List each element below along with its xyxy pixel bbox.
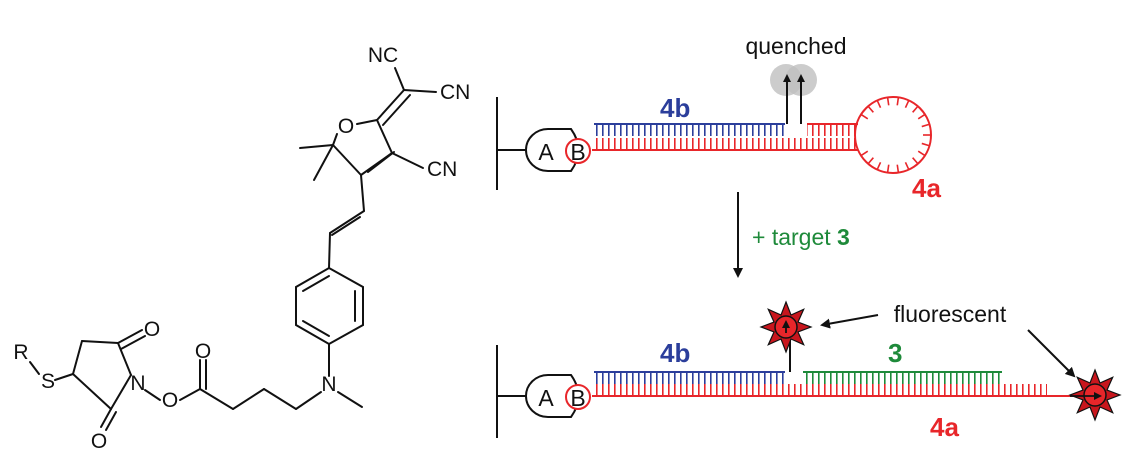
antibody-a-label-bottom: A [538, 385, 554, 411]
reaction-step: + target 3 [733, 192, 850, 278]
hairpin-stem-bases [807, 124, 858, 136]
hairpin-loop-base [912, 157, 919, 165]
reaction-label: + target 3 [752, 224, 850, 250]
antibody-b-bottom [565, 384, 591, 410]
fluorescent-label: fluorescent [894, 301, 1007, 327]
hairpin-loop-base [917, 113, 926, 120]
fluorescent-dye-core-4a [1083, 383, 1107, 407]
strand-4b-label-top: 4b [660, 93, 690, 123]
fluorescent-pointer-left [820, 314, 879, 329]
hairpin-loop-bases [860, 97, 931, 173]
antibody-a-label-top: A [538, 139, 554, 165]
atom-cn-lower: CN [427, 158, 457, 181]
atom-nc: NC [368, 44, 398, 67]
strand-4b-bases-top [594, 124, 785, 136]
strand-3-label: 3 [888, 338, 902, 368]
atom-cn-right: CN [440, 81, 470, 104]
chemical-structure [29, 67, 437, 431]
hairpin-loop-base [860, 113, 869, 120]
antibody-b-label-bottom: B [570, 385, 585, 411]
hairpin-loop-base [921, 123, 930, 128]
scheme-quenched-state: A B quenched 4b 4a [496, 33, 941, 203]
atom-oxygen-ester: O [162, 389, 178, 412]
atom-r-group: R [13, 341, 28, 364]
scheme-fluorescent-state: A B fluorescent 4b 3 4a [496, 300, 1122, 442]
atom-oxygen-top: O [144, 318, 160, 341]
strand-4a-bases-top [592, 138, 858, 150]
atom-nitrogen-amine: N [321, 373, 336, 396]
hairpin-loop-base [896, 97, 900, 106]
hairpin-loop-base [860, 150, 869, 157]
strand-3-bases [803, 372, 1002, 384]
atom-oxygen-carbonyl: O [195, 340, 211, 363]
strand-4a-label-bottom: 4a [930, 412, 959, 442]
hairpin-loop-base [886, 97, 890, 106]
strand-4a-bases-bottom [592, 384, 1047, 396]
hairpin-loop-base [904, 100, 910, 109]
atom-sulfur: S [41, 370, 55, 393]
atom-nitrogen-imide: N [130, 372, 145, 395]
hairpin-loop-base [876, 100, 882, 109]
hairpin-loop [854, 96, 932, 174]
strand-4b-label-bottom: 4b [660, 338, 690, 368]
hairpin-loop-base [921, 142, 930, 147]
reaction-label-prefix: + target [752, 224, 837, 250]
quenched-label: quenched [745, 33, 846, 59]
hairpin-loop-base [876, 161, 882, 170]
hairpin-loop-base [867, 157, 874, 165]
antibody-b-label-top: B [570, 139, 585, 165]
atom-oxygen-furan: O [338, 115, 354, 138]
strand-4a-label-top: 4a [912, 173, 941, 203]
hairpin-loop-base [904, 161, 910, 170]
hairpin-loop-base [917, 150, 926, 157]
strand-4b-bases-bottom [594, 372, 785, 384]
hairpin-loop-base [867, 105, 874, 113]
atom-labels: NC CN O CN O O R S N O N O [13, 44, 470, 453]
hairpin-loop-base [886, 164, 890, 173]
hairpin-loop-base [912, 105, 919, 113]
reaction-label-number: 3 [837, 224, 850, 250]
atom-oxygen-bottom: O [91, 430, 107, 453]
fluorescent-pointer-right [1027, 329, 1076, 378]
hairpin-loop-base [896, 164, 900, 173]
antibody-b-top [565, 138, 591, 164]
